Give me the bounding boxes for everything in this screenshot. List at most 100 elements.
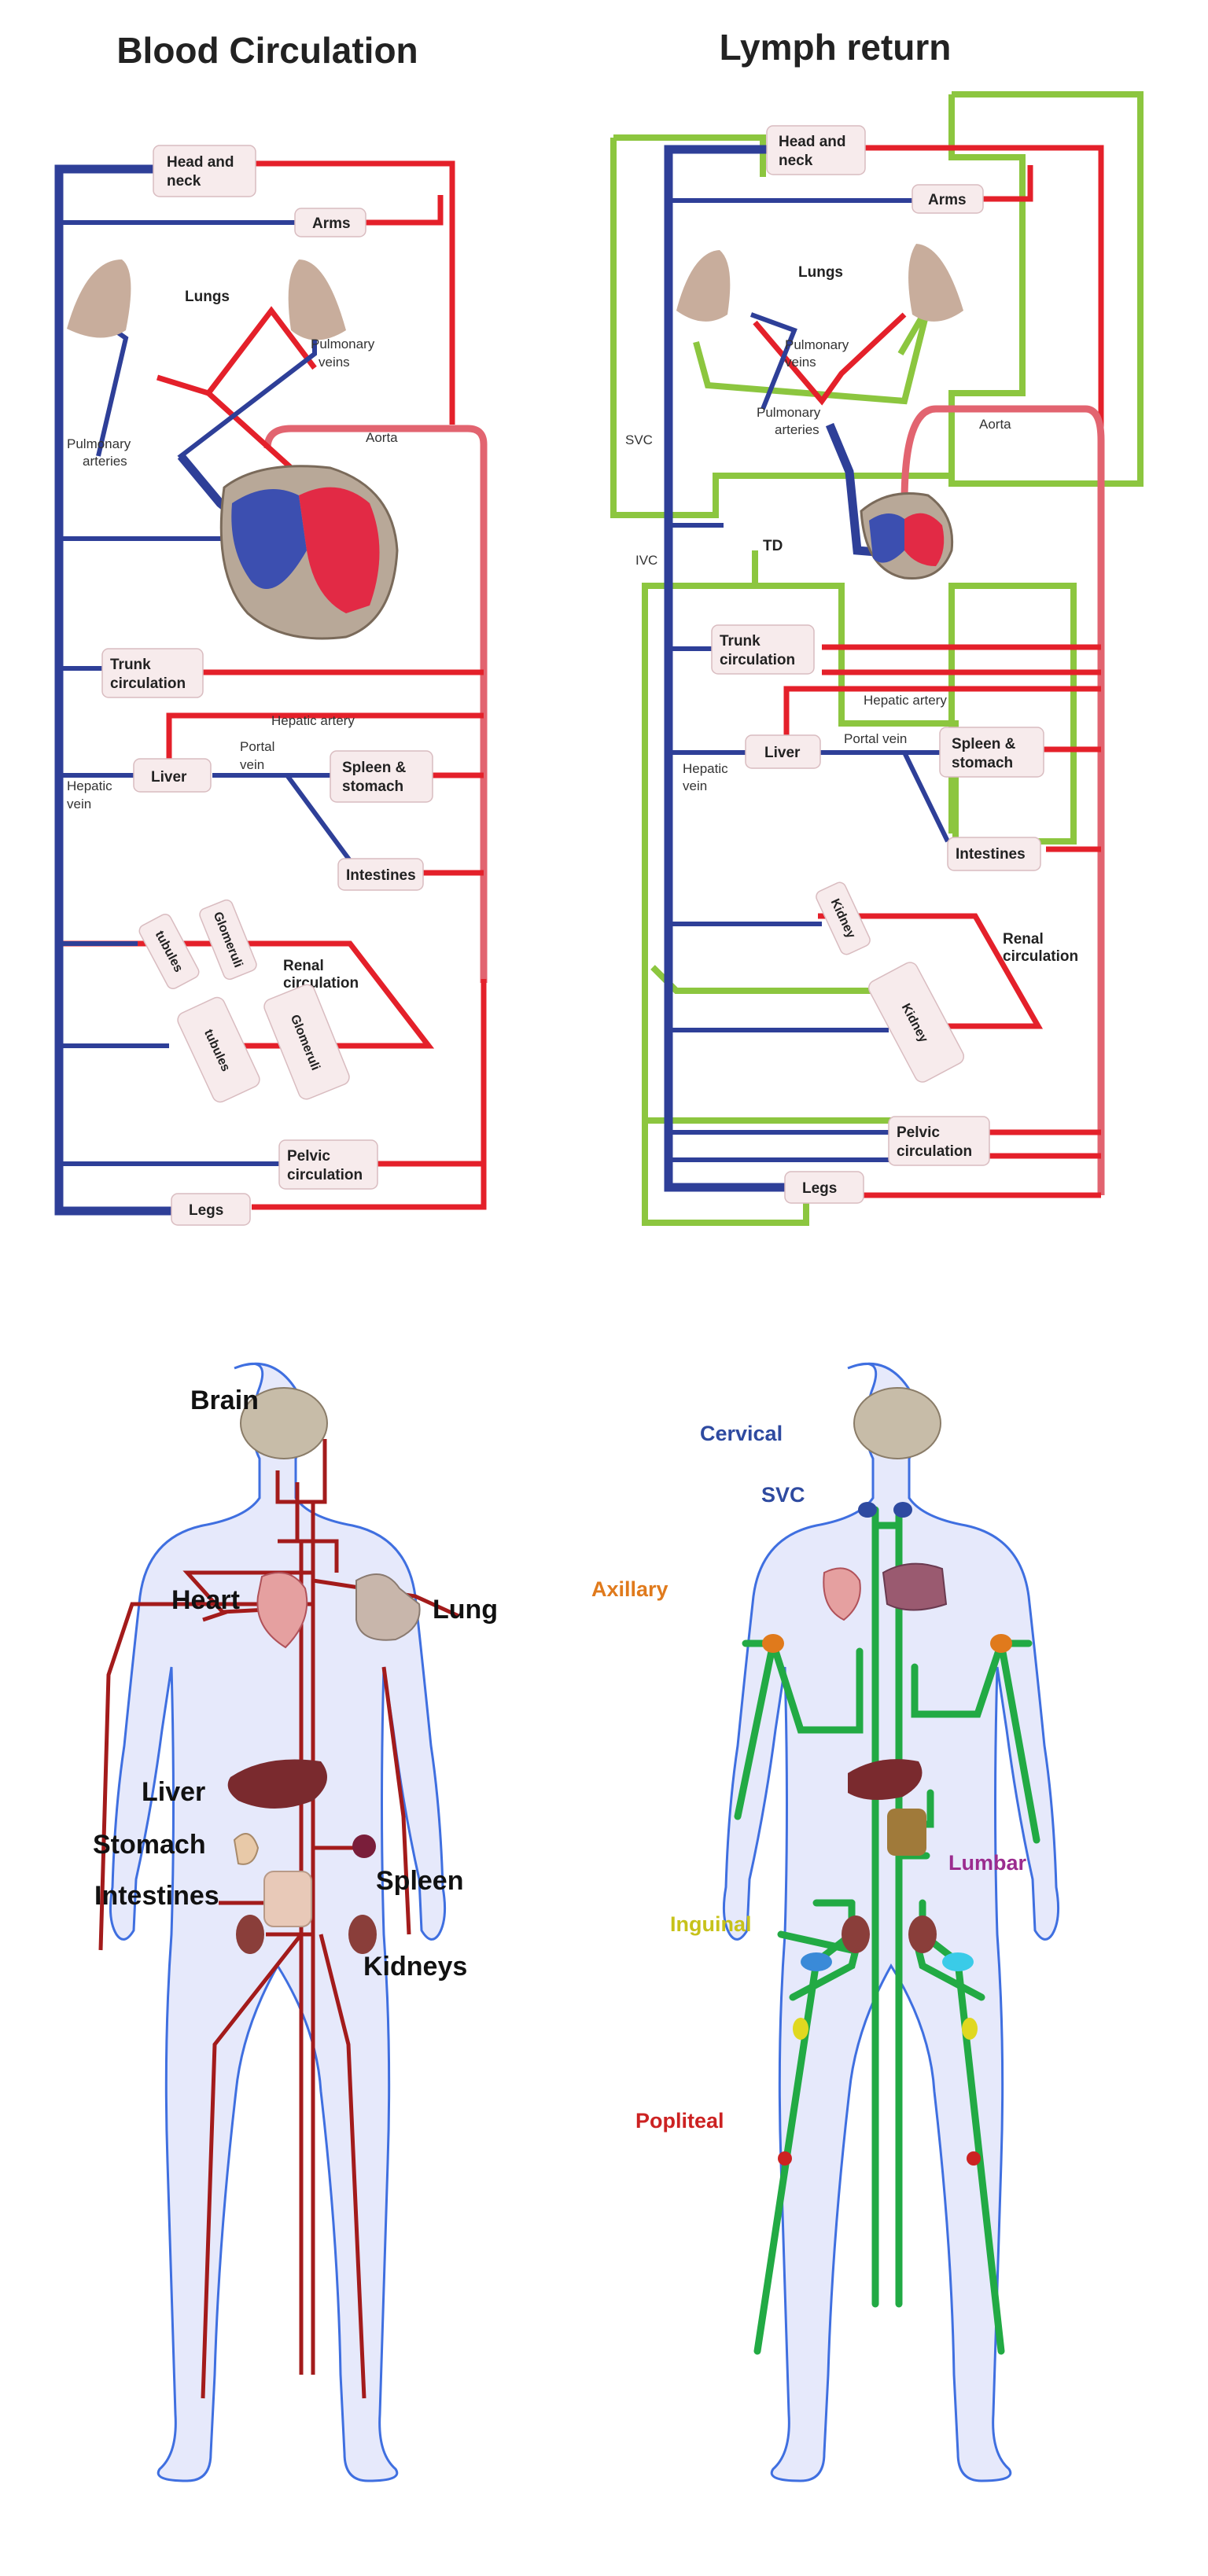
blood-circulation-diagram: Head and neck Arms Lungs Pulmonary veins… <box>54 145 488 1226</box>
glomeruli-small-box: Glomeruli <box>199 899 257 981</box>
ivc-label: IVC <box>635 553 657 568</box>
left-lung-icon <box>67 259 131 338</box>
lymph-head-neck-box <box>766 125 866 175</box>
right-lung-icon <box>288 259 346 340</box>
tubules-box: tubules <box>177 996 260 1103</box>
glomeruli-box: Glomeruli <box>263 984 350 1100</box>
intestines-box <box>337 858 424 891</box>
lymph-intestines-icon <box>887 1809 926 1856</box>
lymph-trunk-circulation-box <box>711 624 815 675</box>
lymph-brain-icon <box>853 1387 941 1459</box>
axillary-node-right <box>990 1634 1012 1653</box>
trunk-circulation-box <box>101 648 204 698</box>
spleen-organ-icon <box>352 1834 376 1858</box>
cervical-label: Cervical <box>700 1422 783 1445</box>
lung-label: Lung <box>433 1595 498 1625</box>
lymph-trunk-label-1: Trunk <box>720 633 761 650</box>
intestines-organ-icon <box>263 1871 312 1927</box>
lymph-body-figure <box>722 1362 1060 2482</box>
intestines-label: Intestines <box>346 867 416 884</box>
pelvic-label-1: Pelvic <box>287 1148 330 1165</box>
lumbar-node-right <box>942 1952 974 1971</box>
head-neck-label-2: neck <box>167 173 201 190</box>
pelvic-circulation-box <box>278 1139 378 1190</box>
lymph-pelvic-circulation-box <box>888 1116 990 1166</box>
spleen-stomach-label-1: Spleen & <box>342 760 407 776</box>
lymph-renal-label-2: circulation <box>1003 948 1078 965</box>
right-kidney-icon <box>348 1915 377 1954</box>
lymph-lungs-icon <box>882 1562 948 1611</box>
kidney-box: Kidney <box>867 962 965 1083</box>
liver-body-label: Liver <box>142 1777 205 1807</box>
head-neck-box <box>153 145 256 197</box>
brain-label: Brain <box>190 1386 259 1415</box>
pelvic-label-2: circulation <box>287 1167 363 1183</box>
lymph-vessels <box>610 91 1144 1226</box>
lymph-left-kidney-icon <box>842 1915 870 1953</box>
arms-box <box>294 208 366 237</box>
inguinal-label: Inguinal <box>670 1912 752 1936</box>
axillary-node-left <box>762 1634 784 1653</box>
tubules-small-box: tubules <box>138 914 200 989</box>
popliteal-node-right <box>967 2151 981 2166</box>
lymph-pulmonary-veins-label-2: veins <box>785 355 816 370</box>
lymph-pelvic-label-2: circulation <box>897 1143 972 1160</box>
lymph-pelvic-label-1: Pelvic <box>897 1124 940 1141</box>
pulmonary-arteries-label-1: Pulmonary <box>67 436 131 451</box>
portal-vein-label-2: vein <box>240 757 264 772</box>
cervical-node-left <box>858 1502 877 1518</box>
lymph-head-neck-label-1: Head and <box>779 134 846 150</box>
blood-body-figure <box>98 1362 460 2482</box>
liver-organ-icon <box>227 1759 327 1809</box>
lymph-liver-icon <box>848 1759 923 1800</box>
lymph-aorta-label: Aorta <box>979 417 1011 432</box>
lymph-legs-box <box>784 1171 864 1204</box>
popliteal-label: Popliteal <box>635 2109 724 2133</box>
lymph-trunk-label-2: circulation <box>720 652 795 668</box>
spleen-stomach-label-2: stomach <box>342 778 403 795</box>
kidney-small-box: Kidney <box>816 881 871 955</box>
pulmonary-veins-label-1: Pulmonary <box>311 337 375 351</box>
lymph-head-neck-label-2: neck <box>779 153 813 169</box>
aorta-vessel <box>263 425 488 983</box>
legs-label: Legs <box>189 1202 223 1219</box>
lymph-aorta-vessel <box>900 405 1105 1195</box>
svc-label: SVC <box>625 432 653 447</box>
pulmonary-arteries-label-2: arteries <box>83 454 127 469</box>
td-label: TD <box>763 538 783 554</box>
lymph-liver-box <box>745 734 821 769</box>
brain-icon <box>240 1387 328 1459</box>
lymph-spleen-stomach-box <box>939 727 1044 778</box>
lymph-return-title: Lymph return <box>720 27 952 68</box>
lymph-spleen-stomach-label-1: Spleen & <box>952 736 1016 753</box>
head-neck-label-1: Head and <box>167 154 234 171</box>
legs-box <box>171 1193 251 1226</box>
lymph-pulmonary-arteries-label-1: Pulmonary <box>757 405 821 420</box>
hepatic-vein-label-2: vein <box>67 797 91 811</box>
left-kidney-icon <box>236 1915 264 1954</box>
pulmonary-veins-label-2: veins <box>319 355 350 370</box>
lumbar-label: Lumbar <box>948 1851 1027 1875</box>
lymph-arms-label: Arms <box>928 192 967 208</box>
lymph-liver-label: Liver <box>764 745 801 761</box>
portal-vein-label-1: Portal <box>240 739 274 754</box>
aorta-label: Aorta <box>366 430 398 445</box>
renal-label-1: Renal <box>283 958 324 974</box>
lymph-pulmonary-arteries-label-2: arteries <box>775 422 819 437</box>
inguinal-node-right <box>962 2018 978 2040</box>
lymph-arms-box <box>912 184 984 214</box>
lung-organ-icon <box>355 1573 421 1641</box>
lumbar-node-left <box>801 1952 832 1971</box>
lymph-intestines-label: Intestines <box>956 846 1026 863</box>
hepatic-vein-label-1: Hepatic <box>67 778 112 793</box>
liver-box <box>133 758 212 793</box>
lymph-hepatic-artery-label: Hepatic artery <box>864 693 947 708</box>
lymph-right-kidney-icon <box>908 1915 937 1953</box>
lymph-spleen-stomach-label-2: stomach <box>952 755 1013 771</box>
lymph-portal-vein-label: Portal vein <box>844 731 907 746</box>
hepatic-artery-label: Hepatic artery <box>271 713 355 728</box>
lymph-lungs-label: Lungs <box>798 264 843 281</box>
lymph-left-lung-icon <box>676 250 731 322</box>
lymph-hepatic-vein-label-1: Hepatic <box>683 761 728 776</box>
